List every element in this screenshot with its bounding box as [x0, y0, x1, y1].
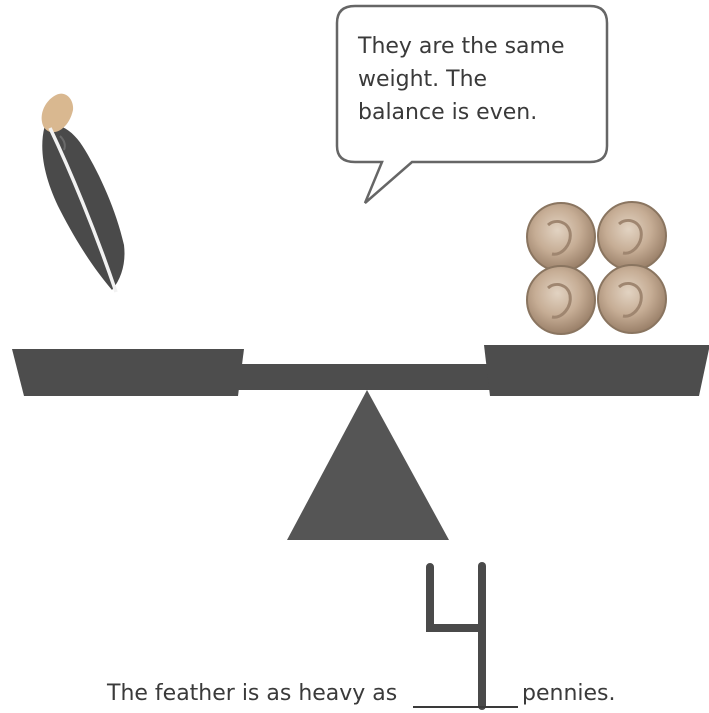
- speech-bubble: [335, 4, 609, 204]
- speech-line: weight. The: [358, 67, 488, 92]
- speech-bubble-text: They are the same weight. The balance is…: [358, 30, 598, 129]
- question-prefix: The feather is as heavy as: [107, 681, 398, 706]
- beam: [236, 364, 490, 390]
- speech-line: balance is even.: [358, 100, 538, 125]
- question-suffix: pennies.: [522, 681, 616, 706]
- left-pan: [12, 349, 244, 396]
- penny-icon: [597, 264, 667, 334]
- speech-line: They are the same: [358, 34, 565, 59]
- penny-icon: [597, 201, 667, 271]
- handwritten-answer: [426, 562, 486, 710]
- fulcrum: [287, 390, 449, 540]
- right-pan: [484, 345, 709, 396]
- feather-icon: [41, 93, 125, 293]
- balance-scale: [12, 345, 709, 540]
- pennies: [526, 201, 667, 335]
- penny-icon: [526, 265, 596, 335]
- penny-icon: [526, 202, 596, 272]
- question-sentence: The feather is as heavy as pennies.: [0, 678, 709, 712]
- answer-blank[interactable]: [413, 706, 518, 708]
